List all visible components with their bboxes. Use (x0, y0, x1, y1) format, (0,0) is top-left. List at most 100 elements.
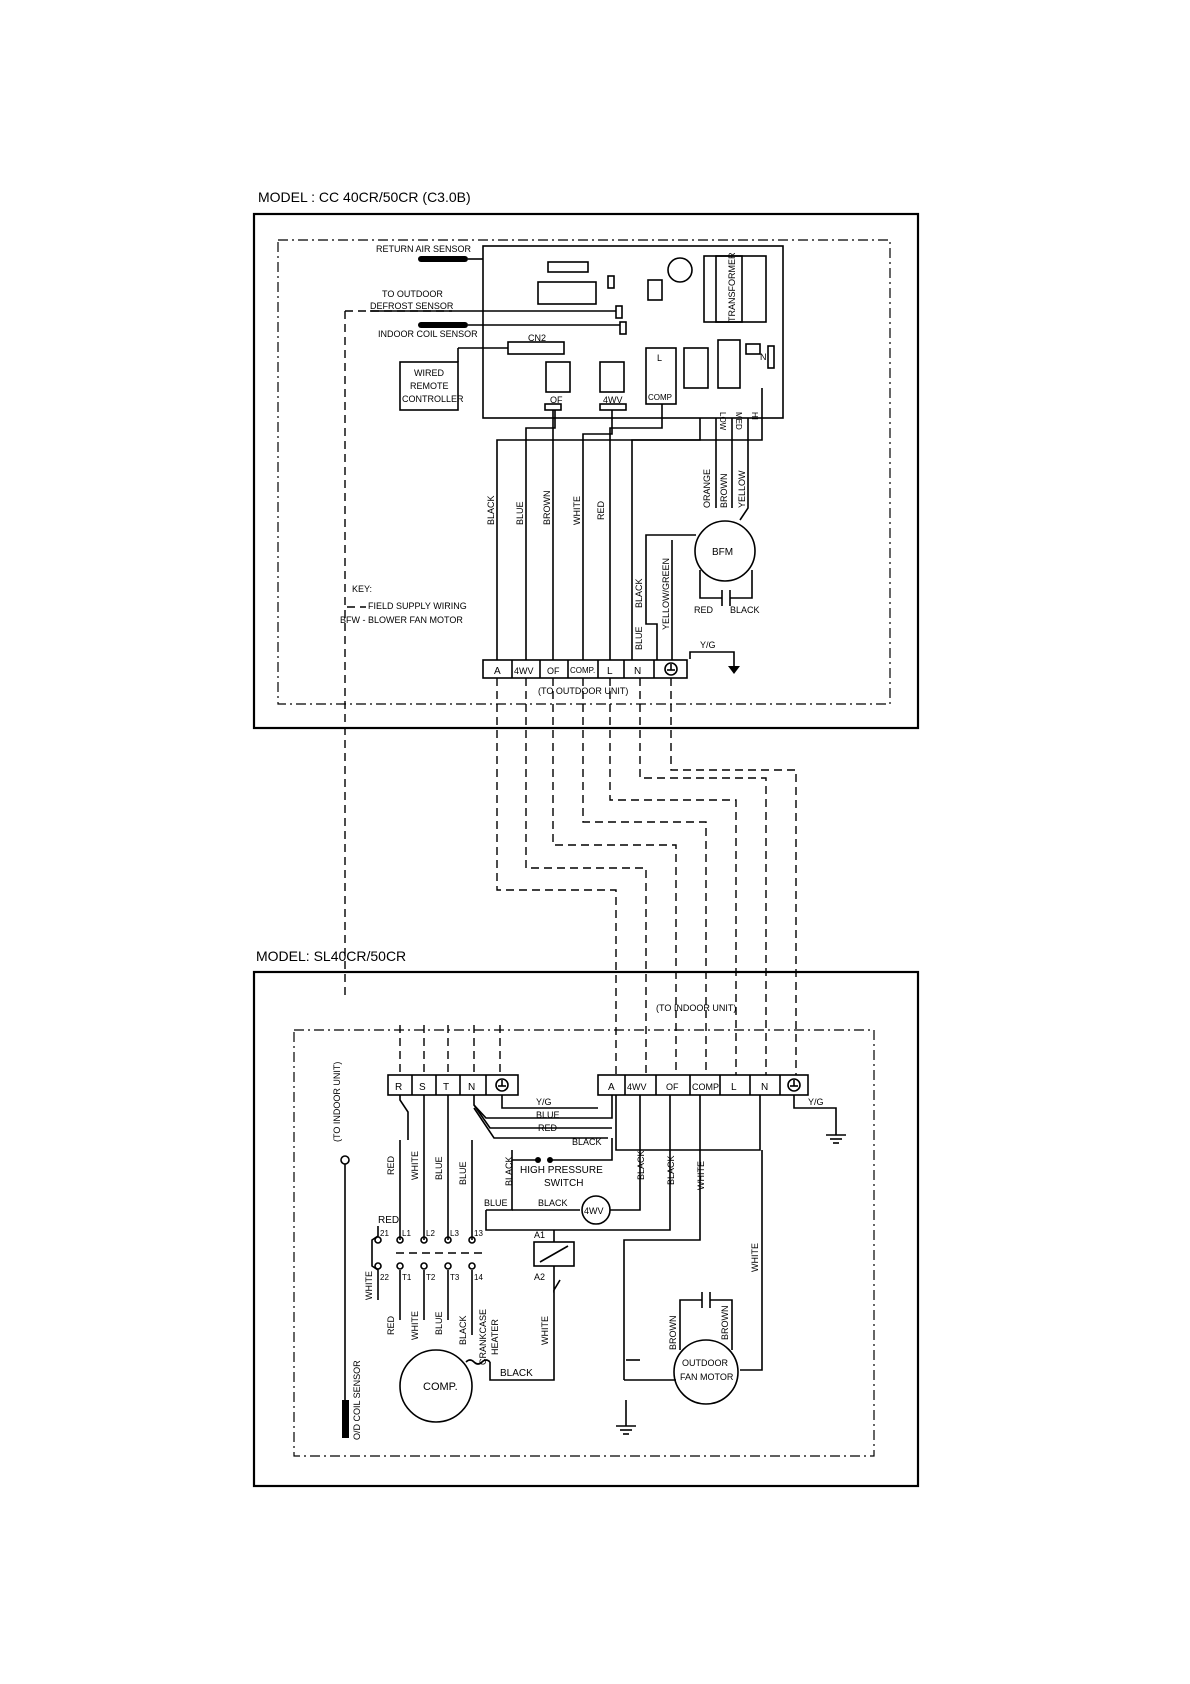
wire-black (496, 418, 701, 660)
bfm-capacitor-leads (699, 570, 753, 599)
wire-white (582, 410, 613, 660)
controller-label: CONTROLLER (402, 394, 464, 404)
outdoor-terminal-l: L (731, 1082, 737, 1093)
earth-arrow (728, 666, 740, 674)
coil-a1-label: A1 (534, 1230, 545, 1240)
supply-terminal-t: T (443, 1082, 449, 1093)
wire-label-red: RED (596, 500, 606, 520)
outdoor-terminal-comp: COMP (692, 1082, 719, 1092)
supply-terminal-r: R (395, 1082, 402, 1093)
relay-comp (645, 347, 677, 405)
yg-left-label: Y/G (536, 1097, 552, 1107)
wire-label-brown-fan: BROWN (719, 474, 729, 509)
outdoor-inner-frame (293, 1029, 875, 1457)
wire-label-brown: BROWN (542, 491, 552, 526)
wire-label-blue: BLUE (515, 501, 525, 525)
transformer-core (715, 255, 743, 323)
contactor-t1: T1 (402, 1273, 412, 1282)
contactor-l2: L2 (426, 1229, 435, 1238)
wire-label-orange: ORANGE (702, 469, 712, 508)
wire-label-white: WHITE (572, 496, 582, 525)
left-white-label: WHITE (410, 1151, 420, 1180)
bus-return (615, 1095, 761, 1151)
bfm-cap-black: BLACK (730, 605, 760, 615)
bfm-label: BFM (712, 547, 733, 558)
od-sensor-connector (340, 1155, 350, 1165)
od-coil-sensor (342, 1400, 349, 1438)
outdoor-fan-label-2: FAN MOTOR (680, 1372, 734, 1382)
pcb-resistor (767, 345, 775, 369)
fan-neutral (740, 1150, 763, 1371)
contactor-22: 22 (380, 1273, 389, 1282)
blower-fan-motor (694, 520, 756, 582)
bus-red (473, 1104, 612, 1129)
fan-hi-label: HI (750, 412, 759, 420)
black-lower-label: BLACK (538, 1198, 568, 1208)
right-black-label-1: BLACK (636, 1150, 646, 1180)
relay-of-label: OF (550, 395, 563, 405)
interconnect-earth (670, 678, 797, 1075)
to-indoor-unit-vertical: (TO INDOOR UNIT) (332, 1062, 342, 1142)
pcb-relay (683, 347, 709, 389)
black-bottom-label: BLACK (500, 1368, 533, 1379)
supply-wire-r (399, 1095, 409, 1140)
pcb-connector (607, 275, 615, 289)
indoor-coil-sensor-label: INDOOR COIL SENSOR (378, 329, 478, 339)
coil-a2-lead (553, 1266, 561, 1293)
coil-feed (485, 1095, 671, 1231)
interconnect-4wv (525, 678, 647, 1075)
indoor-terminal-n: N (634, 666, 641, 677)
indoor-terminal-comp: COMP. (570, 666, 595, 675)
wire-label-yellow: YELLOW (737, 470, 747, 508)
bus-black (473, 1107, 608, 1139)
left-blue-label-2: BLUE (458, 1161, 468, 1185)
indoor-terminal-block (482, 659, 688, 679)
relay-4wv (599, 361, 625, 393)
comp-black-label: BLACK (458, 1315, 468, 1345)
fan-brown-left: BROWN (668, 1316, 678, 1351)
outdoor-terminal-block (597, 1074, 809, 1096)
crankcase-label-2: HEATER (490, 1319, 500, 1355)
coil-symbol (539, 1245, 569, 1263)
relay-4wv-label: 4WV (603, 395, 623, 405)
compressor (399, 1349, 473, 1423)
cn2-connector (507, 341, 565, 355)
outdoor-terminal-4wv: 4WV (627, 1082, 647, 1092)
comp-white-label: WHITE (410, 1311, 420, 1340)
od-coil-sensor-label: O/D COIL SENSOR (352, 1360, 362, 1440)
outdoor-outer-frame (252, 970, 920, 1488)
coil-a2-label: A2 (534, 1272, 545, 1282)
outdoor-fan-label-1: OUTDOOR (682, 1358, 728, 1368)
outdoor-terminal-of: OF (666, 1082, 679, 1092)
4wv-return (610, 1095, 641, 1211)
relay-l-label: L (657, 353, 662, 363)
indoor-outer-frame (252, 212, 920, 730)
fan-relay (717, 339, 741, 389)
outdoor-terminal-a: A (608, 1082, 615, 1093)
indoor-inner-frame (277, 239, 891, 705)
relay-of (545, 361, 571, 393)
blue-label: BLUE (634, 626, 644, 650)
contactor (374, 1236, 486, 1270)
to-outdoor-label: TO OUTDOOR (382, 289, 443, 299)
indoor-terminal-of: OF (547, 666, 560, 676)
bus-label-black: BLACK (572, 1137, 602, 1147)
to-indoor-unit-label: (TO INDOOR UNIT) (656, 1003, 736, 1013)
supply-terminal-s: S (419, 1082, 426, 1093)
contactor-l1: L1 (402, 1229, 411, 1238)
yg-right-label: Y/G (808, 1097, 824, 1107)
fan-med-label: MED (734, 412, 743, 430)
bus-blue (473, 1095, 613, 1119)
left-blue-label: BLUE (434, 1156, 444, 1180)
comp-blue-label: BLUE (434, 1311, 444, 1335)
remote-label: REMOTE (410, 381, 449, 391)
yellow-green-label: YELLOW/GREEN (661, 558, 671, 630)
wire-label-black: BLACK (486, 495, 496, 525)
indoor-terminal-4wv: 4WV (514, 666, 534, 676)
contactor-13: 13 (474, 1229, 483, 1238)
fan-low-label: LOW (718, 412, 727, 431)
relay-n-label: N (760, 352, 767, 362)
interconnect-n (639, 678, 767, 1075)
outdoor-fan-motor (673, 1339, 739, 1405)
